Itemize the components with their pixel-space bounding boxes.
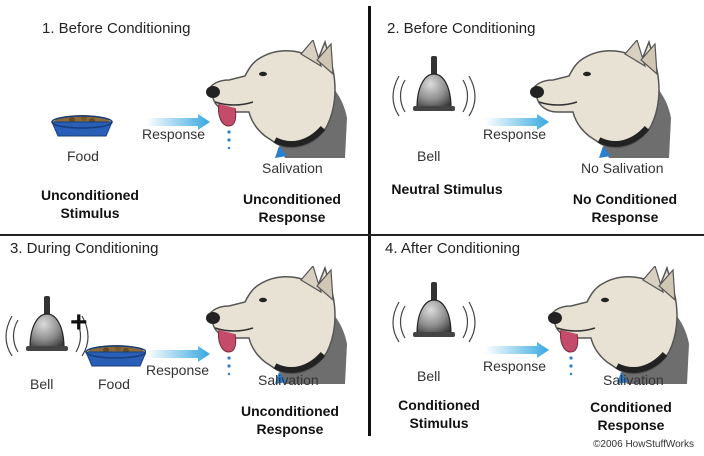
dog-label: Salivation: [603, 372, 664, 388]
response-arrow-icon: [485, 342, 549, 358]
arrow-label: Response: [483, 126, 547, 142]
dog-label: Salivation: [258, 372, 319, 388]
arrow-label: Response: [142, 126, 206, 142]
panel-title: 4. After Conditioning: [385, 240, 521, 257]
stimulus-label: Neutral Stimulus: [391, 181, 503, 197]
bell-icon: [392, 281, 476, 343]
response-arrow-icon: [146, 114, 210, 130]
item-label: Bell: [417, 148, 441, 164]
panel-after-conditioning: 4. After Conditioning Bell Response Sali…: [371, 236, 704, 456]
copyright-notice: ©2006 HowStuffWorks: [593, 439, 694, 450]
arrow-label: Response: [146, 362, 210, 378]
panel-title: 2. Before Conditioning: [387, 20, 536, 37]
dog-icon: [529, 40, 679, 170]
dog-label: No Salivation: [581, 160, 664, 176]
response-arrow-icon: [146, 346, 210, 362]
dog-label: Salivation: [262, 160, 323, 176]
item-label: Bell: [417, 368, 441, 384]
food-bowl-icon: [85, 344, 147, 367]
panel-before-conditioning-food: 1. Before Conditioning Food Response Sal…: [0, 0, 370, 235]
bell-icon: [392, 55, 476, 117]
panel-title: 1. Before Conditioning: [42, 20, 191, 37]
item-label-2: Food: [98, 376, 130, 392]
panel-during-conditioning: 3. During Conditioning + Bell Food Respo…: [0, 236, 370, 456]
panel-before-conditioning-bell: 2. Before Conditioning Bell Response No …: [371, 0, 704, 235]
vertical-divider: [368, 6, 371, 436]
plus-sign: +: [70, 306, 88, 339]
arrow-label: Response: [483, 358, 547, 374]
horizontal-divider: [0, 234, 704, 236]
item-label: Food: [67, 148, 99, 164]
food-bowl-icon: [51, 114, 113, 137]
item-label: Bell: [30, 376, 54, 392]
panel-title: 3. During Conditioning: [10, 240, 159, 257]
dog-salivating-icon: [205, 40, 355, 170]
